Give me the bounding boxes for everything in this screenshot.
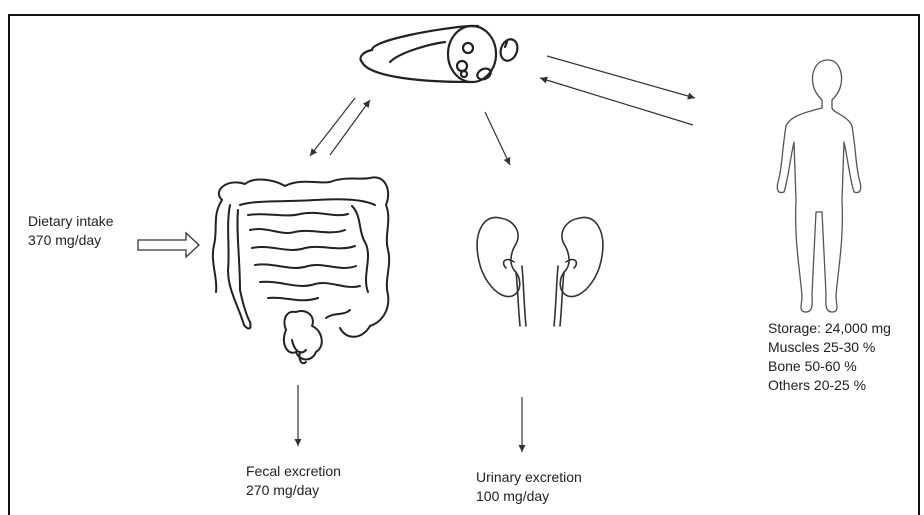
fecal-excretion-label: Fecal excretion 270 mg/day: [246, 462, 341, 500]
urinary-excretion-label: Urinary excretion 100 mg/day: [476, 468, 582, 506]
storage-others: Others 20-25 %: [768, 376, 891, 395]
kidneys-icon: [477, 217, 603, 326]
fecal-excretion-value: 270 mg/day: [246, 481, 341, 500]
urinary-excretion-value: 100 mg/day: [476, 487, 582, 506]
arrow-intestine-to-vessel: [330, 100, 370, 155]
blood-vessel-icon: [360, 26, 520, 82]
arrow-vessel-to-kidney: [485, 112, 510, 165]
dietary-intake-label: Dietary intake 370 mg/day: [28, 212, 114, 250]
storage-total: Storage: 24,000 mg: [768, 319, 891, 338]
flow-arrows: [298, 56, 695, 452]
human-body-icon: [777, 60, 861, 312]
storage-muscles: Muscles 25-30 %: [768, 338, 891, 357]
storage-label: Storage: 24,000 mg Muscles 25-30 % Bone …: [768, 319, 891, 395]
urinary-excretion-title: Urinary excretion: [476, 468, 582, 487]
intestine-icon: [213, 177, 389, 363]
dietary-intake-arrow: [138, 233, 199, 257]
dietary-intake-title: Dietary intake: [28, 212, 114, 231]
fecal-excretion-title: Fecal excretion: [246, 462, 341, 481]
arrow-vessel-to-body: [547, 56, 695, 98]
dietary-intake-value: 370 mg/day: [28, 231, 114, 250]
arrow-vessel-to-intestine: [310, 98, 355, 156]
arrow-body-to-vessel: [540, 78, 693, 125]
storage-bone: Bone 50-60 %: [768, 357, 891, 376]
